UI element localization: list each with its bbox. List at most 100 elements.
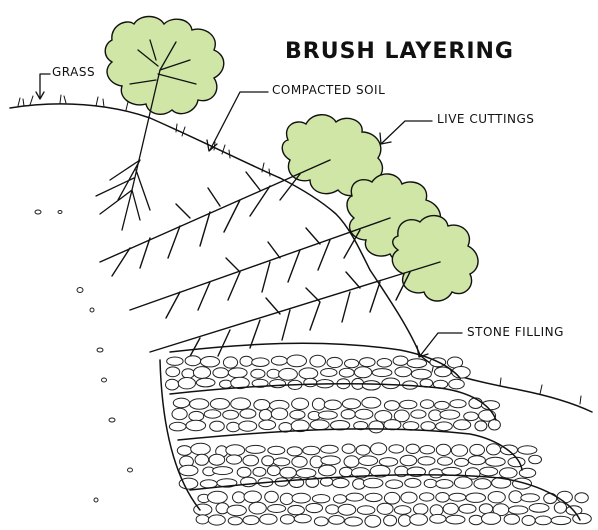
stone [450, 444, 469, 457]
stone [487, 491, 506, 504]
stone [486, 443, 501, 456]
label-stone-filling: STONE FILLING [467, 325, 564, 339]
label-live-cuttings: LIVE CUTTINGS [437, 112, 534, 126]
stone [410, 409, 427, 419]
stone [239, 408, 257, 419]
stone [207, 514, 226, 526]
stone [320, 368, 338, 377]
stone [176, 445, 193, 456]
stone [479, 466, 499, 477]
stone [409, 513, 429, 526]
live-cuttings [99, 159, 441, 361]
stone [508, 505, 529, 515]
stone [209, 420, 225, 432]
stone [258, 419, 277, 431]
stone [364, 492, 383, 503]
stone [236, 466, 252, 478]
stone [341, 443, 356, 454]
stone [340, 409, 356, 420]
stone [491, 476, 512, 489]
label-compacted-soil: COMPACTED SOIL [272, 83, 385, 97]
stone [355, 444, 371, 456]
stone [543, 492, 558, 505]
stone [378, 457, 399, 467]
stone [364, 514, 382, 528]
stone [311, 397, 326, 411]
stone [468, 514, 484, 526]
stone [172, 397, 190, 409]
foliage [104, 15, 479, 302]
stone [356, 505, 376, 515]
stone [242, 454, 259, 467]
stone [272, 457, 291, 467]
stone [465, 492, 487, 503]
stone [243, 490, 262, 504]
stone [435, 479, 454, 489]
stone [194, 453, 210, 466]
stone [481, 512, 502, 525]
stone [404, 477, 422, 488]
stone [270, 355, 288, 366]
stone [473, 478, 492, 490]
stone [318, 410, 338, 420]
stone [226, 504, 247, 517]
stone [184, 355, 202, 367]
stone [332, 494, 348, 504]
stone [339, 466, 353, 478]
stone [252, 466, 267, 477]
stone [267, 445, 286, 455]
stone [383, 491, 401, 505]
stone-filling [165, 354, 592, 528]
stone [168, 421, 187, 432]
stone [556, 490, 573, 504]
stone [550, 515, 572, 526]
top-tree-foliage [104, 15, 225, 115]
stone [419, 492, 435, 502]
stone [358, 455, 379, 467]
stone [270, 407, 289, 421]
stone [248, 501, 267, 515]
stone [230, 376, 250, 390]
stone [226, 421, 241, 433]
stone [361, 396, 382, 409]
stone [323, 399, 342, 411]
stone [222, 356, 239, 369]
stone [448, 378, 465, 390]
stone [518, 467, 537, 478]
stone [298, 367, 319, 380]
stone [178, 464, 199, 477]
stone [463, 411, 479, 422]
stone [413, 503, 429, 516]
stone [320, 455, 341, 466]
stone [261, 455, 275, 467]
stone [441, 466, 462, 476]
stone [165, 366, 181, 378]
stone [178, 477, 199, 490]
stone [190, 442, 211, 456]
stone [318, 464, 337, 477]
stone [200, 356, 220, 368]
stone [325, 504, 340, 515]
stone [400, 491, 418, 504]
stone [165, 378, 180, 391]
stone [286, 354, 308, 368]
stone [420, 421, 436, 432]
stone [245, 444, 266, 454]
scattered-pebbles [34, 209, 133, 503]
stone [291, 492, 311, 504]
stone [410, 368, 432, 380]
stone [429, 513, 447, 524]
stone [326, 356, 343, 369]
stone [448, 492, 467, 502]
stone [253, 399, 271, 411]
stone [305, 502, 324, 514]
stone [212, 466, 234, 476]
stone [361, 380, 381, 391]
stone [251, 378, 269, 388]
stone [238, 420, 258, 432]
stone [445, 514, 466, 525]
stone [226, 454, 243, 465]
stone [434, 366, 452, 378]
stone [376, 358, 393, 368]
stone [574, 492, 589, 504]
